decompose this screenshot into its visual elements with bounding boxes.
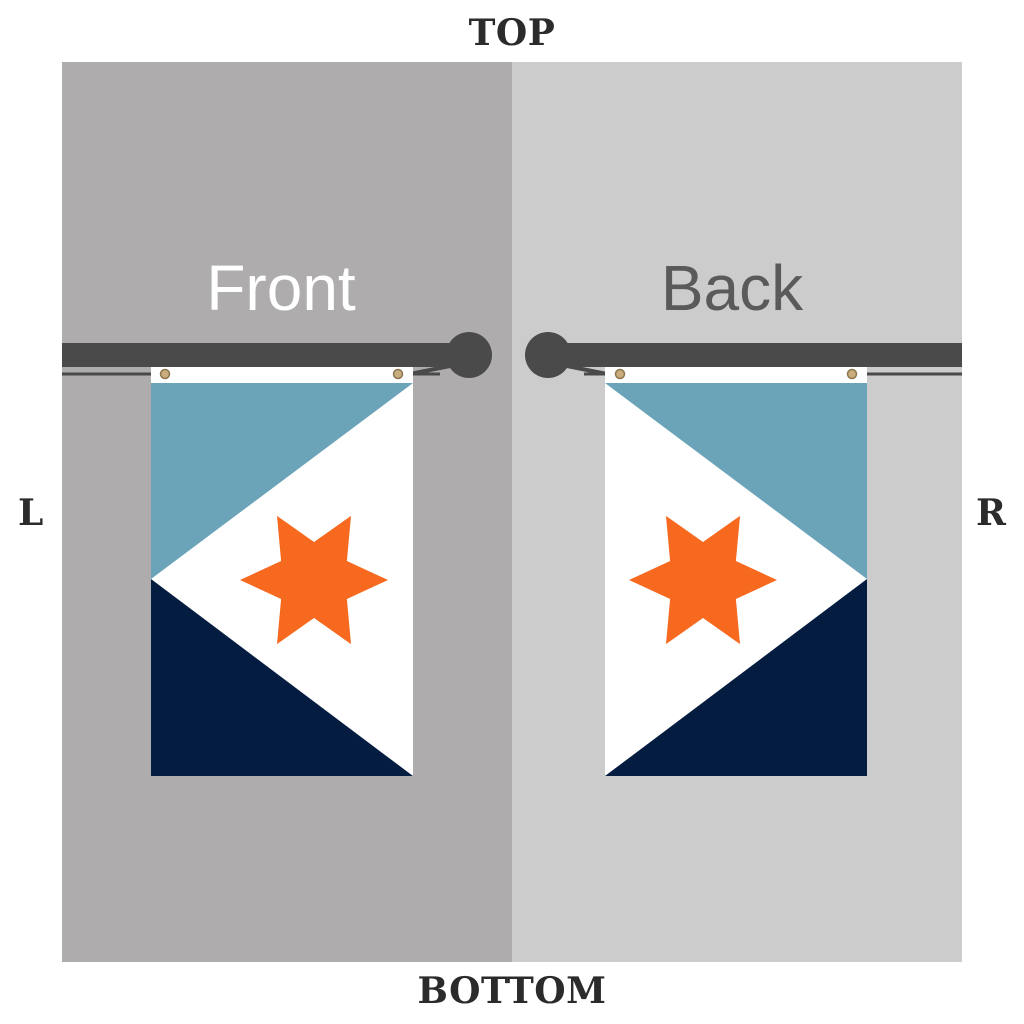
back-flag-header	[605, 367, 867, 383]
back-title: Back	[661, 252, 804, 324]
front-pole-finial	[446, 332, 492, 378]
front-grommet-icon-right	[392, 368, 404, 380]
back-flag-upper-triangle	[605, 383, 867, 579]
front-star-icon	[240, 515, 388, 645]
back-flag	[605, 367, 867, 776]
back-star-icon	[629, 515, 777, 645]
top-label: TOP	[468, 12, 556, 54]
front-panel: Front	[62, 62, 512, 962]
front-grommet-icon-left	[159, 368, 171, 380]
back-pole	[554, 343, 962, 367]
front-flag-upper-triangle	[151, 383, 413, 579]
back-flag-lower-triangle	[605, 579, 867, 776]
front-title: Front	[206, 252, 356, 324]
front-flag-lower-triangle	[151, 579, 413, 776]
front-pole	[62, 343, 470, 367]
back-pole-finial	[525, 332, 571, 378]
back-pole-tie	[561, 363, 613, 377]
front-pole-tie	[404, 363, 456, 377]
right-label: R	[976, 492, 1007, 534]
bottom-label: BOTTOM	[417, 970, 607, 1012]
front-flag	[151, 367, 413, 776]
back-grommet-icon-left	[614, 368, 626, 380]
back-grommet-icon-right	[846, 368, 858, 380]
front-flag-header	[151, 367, 413, 383]
left-label: L	[18, 492, 44, 534]
back-panel: Back	[512, 62, 962, 962]
